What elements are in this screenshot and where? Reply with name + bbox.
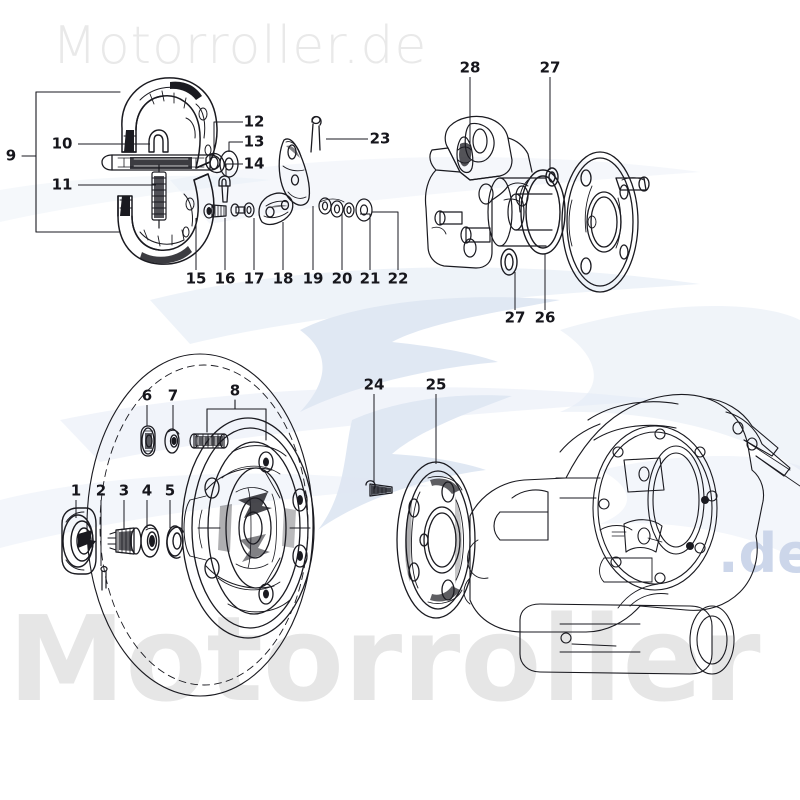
part-26-seal-ring xyxy=(518,169,566,255)
callout-13[interactable]: 13 xyxy=(243,132,265,151)
callout-11[interactable]: 11 xyxy=(51,175,73,194)
part-19-cam-lever xyxy=(278,138,311,206)
callout-25[interactable]: 25 xyxy=(425,375,447,394)
part-4-washer xyxy=(140,524,160,558)
part-18-brake-arm xyxy=(258,192,294,226)
watermark-bottom-text: Motorroller xyxy=(8,590,761,728)
brake-spreader-bar xyxy=(101,154,221,171)
part-6-small-nut xyxy=(140,425,156,457)
rear-hub-drum xyxy=(181,417,315,639)
shoe-return-hook xyxy=(148,129,169,153)
callout-5[interactable]: 5 xyxy=(164,481,176,500)
callout-9[interactable]: 9 xyxy=(5,146,17,165)
part-3-castle-nut xyxy=(107,527,142,555)
part-5-circlip xyxy=(166,525,184,559)
callout-28[interactable]: 28 xyxy=(459,58,481,77)
callout-14[interactable]: 14 xyxy=(243,154,265,173)
part-8-bearing-sleeve xyxy=(189,433,229,449)
callout-21[interactable]: 21 xyxy=(359,269,381,288)
callout-15[interactable]: 15 xyxy=(185,269,207,288)
wheel-rim-outline xyxy=(86,353,314,697)
callout-18[interactable]: 18 xyxy=(272,269,294,288)
callout-12[interactable]: 12 xyxy=(243,112,265,131)
brake-backing-plate xyxy=(561,151,650,293)
watermark-top-text: Motorroller.de xyxy=(52,16,428,76)
part-24-bolt xyxy=(365,480,393,497)
part-23-cotter-pin xyxy=(310,115,322,153)
callout-4[interactable]: 4 xyxy=(141,481,153,500)
part-28-brake-plate-housing xyxy=(424,115,533,269)
brake-return-spring xyxy=(151,164,167,229)
callout-7[interactable]: 7 xyxy=(167,386,179,405)
part-20-21-22-nuts xyxy=(318,197,373,222)
callout-27-upper[interactable]: 27 xyxy=(539,58,561,77)
group-8-bracket xyxy=(206,399,267,441)
callout-26[interactable]: 26 xyxy=(534,308,556,327)
part-16-17-washer-rod xyxy=(230,202,255,218)
part-27-oring-upper xyxy=(545,167,559,187)
watermark-de-text: .de xyxy=(718,522,800,585)
part-15-bolt xyxy=(203,203,227,219)
part-14-pin xyxy=(218,175,231,203)
callout-20[interactable]: 20 xyxy=(331,269,353,288)
part-7-small-washer xyxy=(164,428,180,454)
callout-10[interactable]: 10 xyxy=(51,134,73,153)
callout-23[interactable]: 23 xyxy=(369,129,391,148)
part-2-split-pin xyxy=(100,565,108,591)
brake-shoe-upper xyxy=(121,77,218,169)
callout-24[interactable]: 24 xyxy=(363,375,385,394)
part-25-drive-cover xyxy=(396,461,476,619)
brake-shoe-lower xyxy=(117,173,215,265)
hub-barrel xyxy=(487,177,553,247)
final-drive-housing xyxy=(463,393,800,675)
callout-17[interactable]: 17 xyxy=(243,269,265,288)
part-27-oring-lower xyxy=(500,248,518,276)
callout-1[interactable]: 1 xyxy=(70,481,82,500)
callout-6[interactable]: 6 xyxy=(141,386,153,405)
callout-3[interactable]: 3 xyxy=(118,481,130,500)
callout-8[interactable]: 8 xyxy=(229,381,241,400)
callout-2[interactable]: 2 xyxy=(95,481,107,500)
callout-27-lower[interactable]: 27 xyxy=(504,308,526,327)
leader-lines xyxy=(75,77,551,566)
part-1-axle-nut xyxy=(61,507,97,575)
callout-16[interactable]: 16 xyxy=(214,269,236,288)
group-9-bracket xyxy=(21,91,121,233)
callout-19[interactable]: 19 xyxy=(302,269,324,288)
callout-22[interactable]: 22 xyxy=(387,269,409,288)
